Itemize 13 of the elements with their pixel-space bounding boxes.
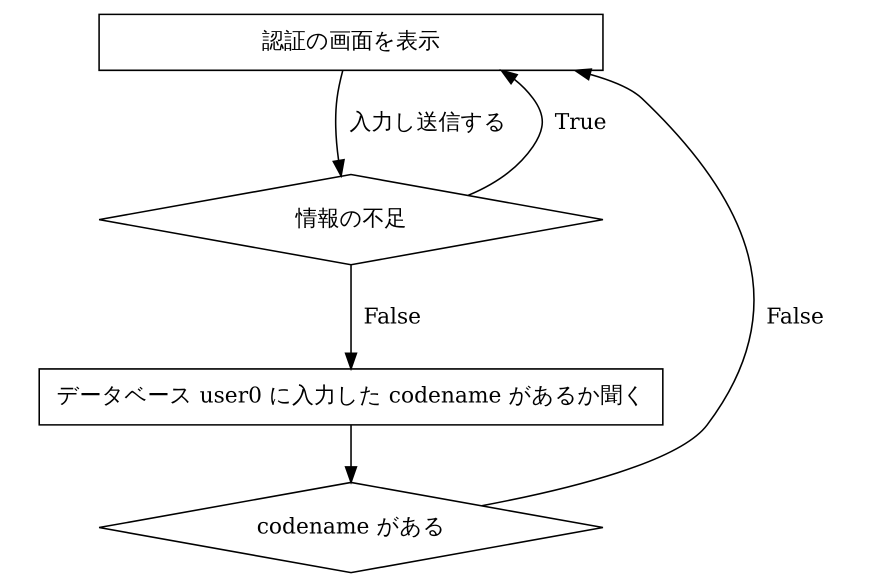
arrow xyxy=(332,70,345,178)
edge-label: True xyxy=(554,110,607,135)
node-box: データベース user0 に入力した codename があるか聞く xyxy=(38,368,664,426)
arrow xyxy=(344,426,358,485)
arrow xyxy=(468,69,544,196)
node-diamond: codename がある xyxy=(98,482,604,574)
node-box: 認証の画面を表示 xyxy=(98,14,604,72)
edge-label: False xyxy=(766,304,824,330)
node-diamond: 情報の不足 xyxy=(98,174,604,266)
edge-label: 入力し送信する xyxy=(349,110,506,135)
arrow xyxy=(482,68,754,506)
arrow xyxy=(344,265,358,372)
edge-label: False xyxy=(363,304,422,330)
